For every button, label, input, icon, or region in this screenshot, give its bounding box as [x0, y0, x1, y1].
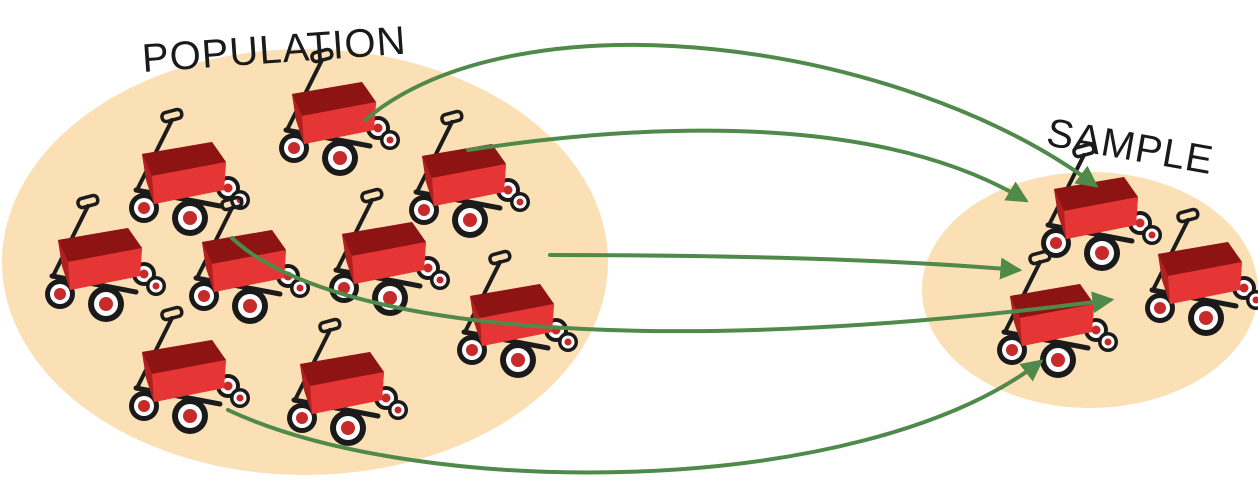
sample-label: SAMPLE [1043, 111, 1216, 184]
